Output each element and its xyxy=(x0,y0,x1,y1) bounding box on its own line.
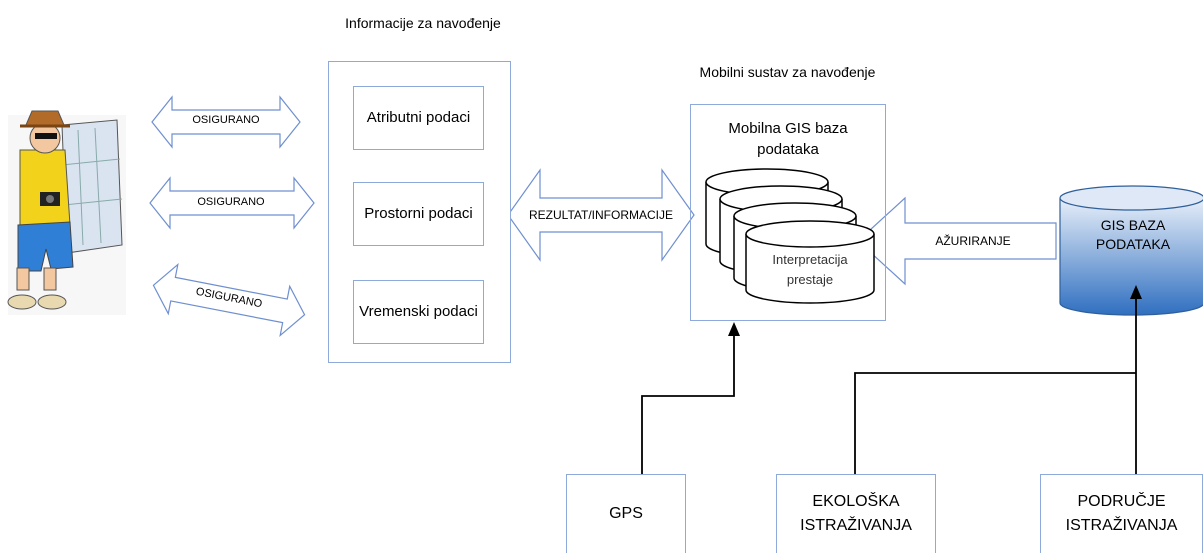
podrucje-istrazivanja-box: PODRUČJE ISTRAŽIVANJA xyxy=(1040,474,1203,553)
mobile-system-container xyxy=(690,104,886,321)
gps-box: GPS xyxy=(566,474,686,553)
ekoloska-istrazivanja-box: EKOLOŠKA ISTRAŽIVANJA xyxy=(776,474,936,553)
arrowhead-gis xyxy=(1130,285,1142,299)
database-stack-icon xyxy=(705,168,875,304)
azuriranje-label: AŽURIRANJE xyxy=(935,234,1011,248)
azuriranje-arrow xyxy=(857,196,1057,286)
rezultat-arrow xyxy=(507,168,695,262)
tourist-icon xyxy=(7,110,126,315)
mobile-system-title: Mobilni sustav za navođenje xyxy=(699,64,876,80)
osigurano-arrow-3 xyxy=(152,263,306,337)
prostorni-podaci-box: Prostorni podaci xyxy=(353,182,484,246)
atributni-podaci-box: Atributni podaci xyxy=(353,86,484,150)
cylinder-label: Interpretacija prestaje xyxy=(772,252,848,287)
osigurano-arrow-2 xyxy=(149,176,315,230)
gis-db-label: GIS BAZA PODATAKA xyxy=(1095,217,1171,252)
info-group-title: Informacije za navođenje xyxy=(345,15,501,31)
osigurano-label-2: OSIGURANO xyxy=(197,196,265,208)
rezultat-label: REZULTAT/INFORMACIJE xyxy=(529,208,673,222)
arrowhead-gps xyxy=(728,322,740,336)
osigurano-label-1: OSIGURANO xyxy=(192,114,260,126)
mobile-db-title: Mobilna GIS baza podataka xyxy=(728,120,848,158)
gis-database-icon xyxy=(1059,185,1203,316)
osigurano-arrow-1 xyxy=(151,95,301,149)
connector-lines xyxy=(641,297,1137,474)
vremenski-podaci-box: Vremenski podaci xyxy=(353,280,484,344)
